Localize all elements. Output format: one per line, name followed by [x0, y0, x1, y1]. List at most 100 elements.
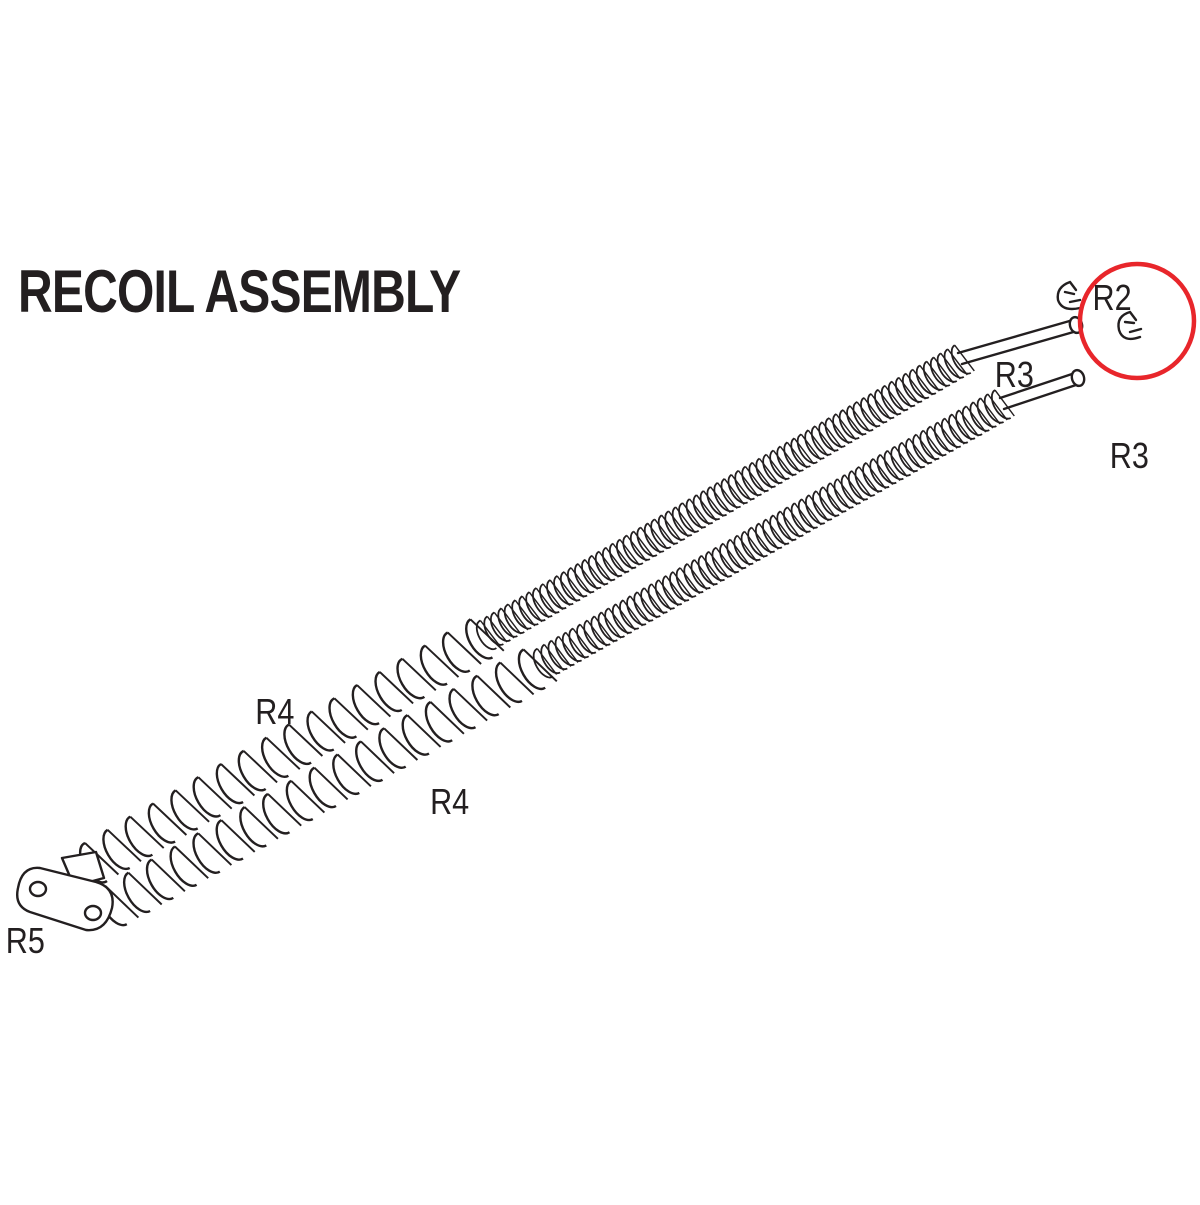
spring-coil	[840, 474, 861, 505]
spring-coil	[838, 409, 860, 440]
spring-coil	[471, 674, 500, 717]
spring-coil-back	[499, 661, 535, 696]
spring-coil	[539, 583, 560, 614]
spring-coil	[626, 595, 647, 626]
spring-coil	[854, 466, 876, 497]
spring-coil	[862, 462, 883, 493]
spring-coil	[559, 571, 581, 602]
spring-coil	[769, 449, 790, 480]
callout-r2-upper: R2	[1093, 279, 1132, 319]
spring-coil	[419, 644, 448, 686]
spring-coil	[833, 478, 854, 509]
spring-coil	[615, 538, 637, 569]
spring-coil	[983, 393, 1005, 424]
spring-coil	[581, 558, 602, 589]
spring-coil	[306, 710, 335, 752]
spring-coil	[374, 670, 403, 713]
spring-coil	[948, 413, 969, 444]
spring-coil	[901, 372, 923, 403]
spring-coil	[919, 429, 940, 460]
spring-coil-back	[360, 740, 395, 774]
spring-coil	[489, 611, 511, 642]
spring-coil	[846, 405, 867, 436]
spring-coil	[926, 425, 947, 457]
spring-coil	[494, 661, 523, 703]
spring-coil-back	[406, 714, 442, 748]
spring-coil	[762, 518, 783, 549]
spring-coil	[647, 583, 668, 614]
spring-coil	[328, 697, 358, 739]
spring-coil	[969, 401, 990, 432]
callout-r3-upper: R3	[995, 356, 1034, 396]
spring-coil	[883, 449, 904, 481]
spring-coil	[933, 421, 954, 452]
spring-coil	[812, 490, 833, 521]
spring-coil	[783, 506, 804, 537]
spring-coil	[239, 806, 267, 848]
spring-coil	[619, 599, 640, 630]
spring-coil	[897, 441, 919, 472]
spring-coil	[683, 563, 704, 594]
spring-coil	[961, 405, 983, 436]
spring-coil-back	[267, 793, 302, 827]
spring-coil	[929, 356, 951, 387]
spring-coil	[796, 433, 818, 464]
diagram-title: RECOIL ASSEMBLY	[18, 258, 461, 325]
spring-coil	[483, 615, 504, 646]
spring-coil	[355, 740, 384, 783]
spring-coil	[740, 530, 761, 561]
spring-coil	[608, 542, 630, 573]
e-clip-left	[1056, 280, 1082, 311]
callout-r5: R5	[6, 922, 45, 962]
spring-coil	[880, 384, 902, 416]
spring-coil	[601, 546, 623, 577]
spring-coil	[867, 393, 888, 424]
callout-r4-upper: R4	[255, 693, 294, 733]
spring-coil	[654, 579, 676, 610]
highlight-circle	[1077, 261, 1197, 381]
spring-coil	[783, 441, 804, 472]
spring-coil	[769, 514, 790, 545]
e-clip-right	[1117, 310, 1143, 341]
callout-r3-lower: R3	[1110, 437, 1149, 477]
spring-coil	[874, 388, 895, 419]
spring-coil	[940, 417, 962, 448]
spring-coil-back	[174, 845, 209, 879]
recoil-spring-upper	[78, 344, 975, 884]
spring-coil	[285, 779, 314, 822]
spring-coil	[922, 360, 944, 391]
spring-coil	[237, 749, 267, 792]
spring-coil-back	[127, 872, 163, 906]
spring-coil	[378, 727, 407, 769]
spring-coil	[905, 437, 926, 468]
spring-coil	[661, 575, 683, 606]
spring-coil	[810, 425, 832, 456]
spring-coil	[192, 832, 221, 874]
spring-coil	[690, 559, 711, 590]
spring-coil	[587, 554, 609, 586]
spring-coil	[424, 700, 453, 743]
spring-coil	[351, 684, 380, 726]
spring-coil-back	[290, 780, 326, 814]
spring-coil	[713, 481, 735, 513]
spring-coil	[790, 502, 811, 533]
spring-coil	[719, 542, 740, 573]
spring-coil	[441, 631, 471, 673]
spring-coil	[594, 550, 616, 581]
spring-coil	[622, 534, 644, 566]
spring-coil	[727, 473, 749, 504]
guide-rod-lower	[998, 368, 1086, 411]
spring-coil	[262, 792, 291, 835]
spring-coil	[147, 802, 176, 844]
spring-coil-back	[311, 710, 346, 744]
spring-coil	[955, 409, 976, 440]
spring-coil	[532, 587, 553, 618]
spring-coil	[678, 502, 700, 533]
spring-coil	[734, 469, 755, 501]
spring-coil-back	[152, 802, 188, 836]
spring-coil	[124, 815, 154, 858]
spring-coil-back	[447, 631, 482, 665]
spring-coil	[804, 429, 825, 460]
spring-coil-back	[288, 723, 324, 757]
